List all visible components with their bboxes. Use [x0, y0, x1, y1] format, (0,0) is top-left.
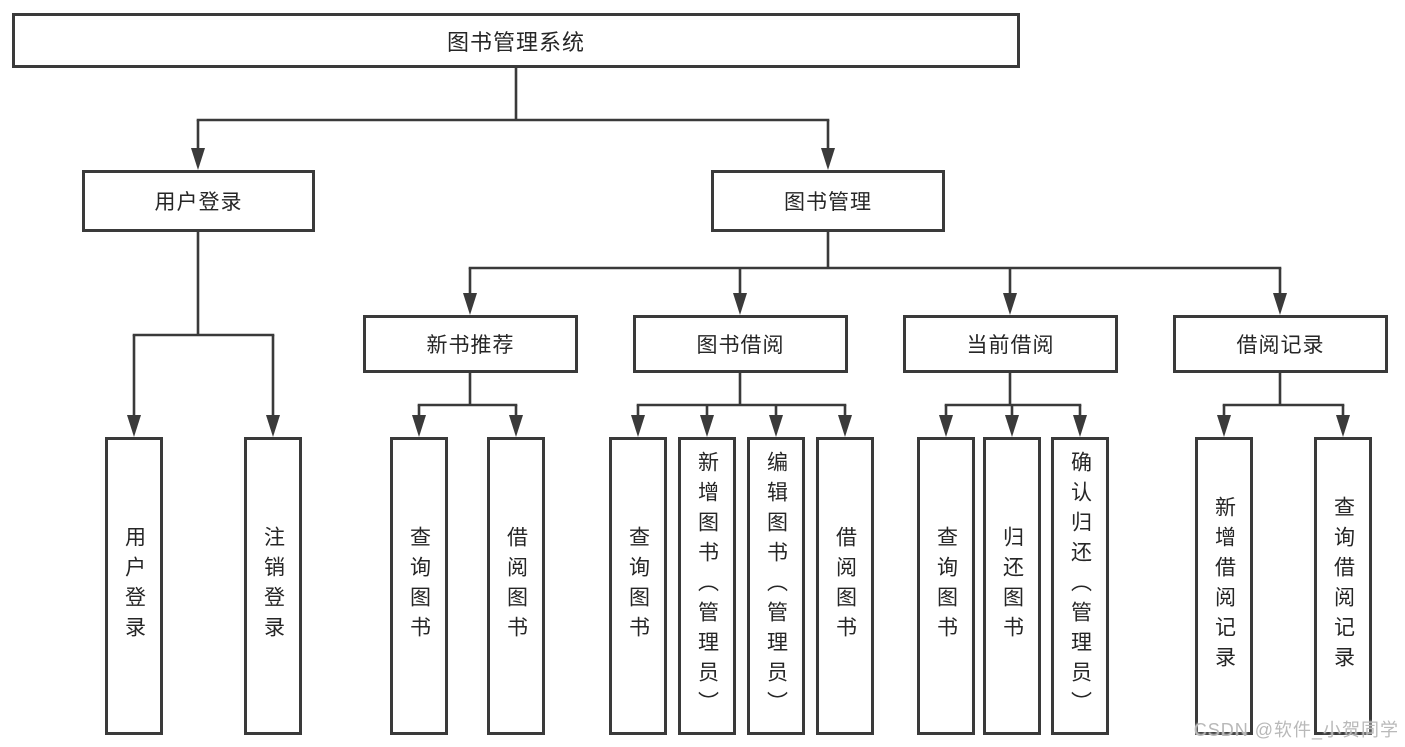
node-label: 借阅图书 [833, 526, 857, 646]
node-label: 图书借阅 [696, 334, 785, 357]
leaf-borrow-books-recommend: 借阅图书 [487, 437, 545, 735]
connector-root-to-level2 [191, 68, 835, 170]
node-label: 查询图书 [626, 526, 650, 646]
leaf-logout: 注销登录 [244, 437, 302, 735]
connector-book-borrowing-children [631, 373, 852, 437]
leaf-query-borrow-record: 查询借阅记录 [1314, 437, 1372, 735]
leaf-confirm-return-admin: 确认归还（管理员） [1051, 437, 1109, 735]
node-label: 查询图书 [407, 526, 431, 646]
node-label: 注销登录 [261, 526, 285, 646]
node-label: 查询借阅记录 [1331, 496, 1355, 676]
csdn-watermark: CSDN @软件_小贺同学 [1193, 720, 1399, 740]
node-label: 借阅图书 [504, 526, 528, 646]
connector-borrowing-records-children [1217, 373, 1350, 437]
leaf-borrow-books: 借阅图书 [816, 437, 874, 735]
node-book-borrowing: 图书借阅 [633, 315, 848, 373]
node-label: 查询图书 [934, 526, 958, 646]
node-current-borrowing: 当前借阅 [903, 315, 1118, 373]
node-label: 新书推荐 [426, 334, 515, 357]
connector-new-book-recommend-children [412, 373, 523, 437]
node-label: 借阅记录 [1236, 334, 1325, 357]
node-user-login: 用户登录 [82, 170, 315, 232]
node-label: 新增图书（管理员） [695, 451, 719, 721]
node-label: 编辑图书（管理员） [764, 451, 788, 721]
leaf-add-books-admin: 新增图书（管理员） [678, 437, 736, 735]
connector-book-management-children [463, 232, 1287, 315]
node-new-book-recommend: 新书推荐 [363, 315, 578, 373]
node-label: 用户登录 [154, 191, 243, 214]
node-label: 图书管理系统 [446, 29, 585, 55]
leaf-edit-books-admin: 编辑图书（管理员） [747, 437, 805, 735]
leaf-add-borrow-record: 新增借阅记录 [1195, 437, 1253, 735]
leaf-query-books-borrowing: 查询图书 [609, 437, 667, 735]
node-label: 当前借阅 [966, 334, 1055, 357]
node-label: 图书管理 [784, 191, 872, 214]
node-book-management: 图书管理 [711, 170, 945, 232]
node-borrowing-records: 借阅记录 [1173, 315, 1388, 373]
node-label: 用户登录 [122, 526, 146, 646]
connector-current-borrowing-children [939, 373, 1087, 437]
node-label: 新增借阅记录 [1212, 496, 1236, 676]
node-label: 归还图书 [1000, 526, 1024, 646]
node-label: 确认归还（管理员） [1068, 451, 1092, 721]
node-library-management-system: 图书管理系统 [12, 13, 1020, 68]
leaf-query-books-recommend: 查询图书 [390, 437, 448, 735]
leaf-return-books: 归还图书 [983, 437, 1041, 735]
leaf-query-books-current: 查询图书 [917, 437, 975, 735]
leaf-user-login: 用户登录 [105, 437, 163, 735]
connector-user-login-children [127, 232, 280, 437]
